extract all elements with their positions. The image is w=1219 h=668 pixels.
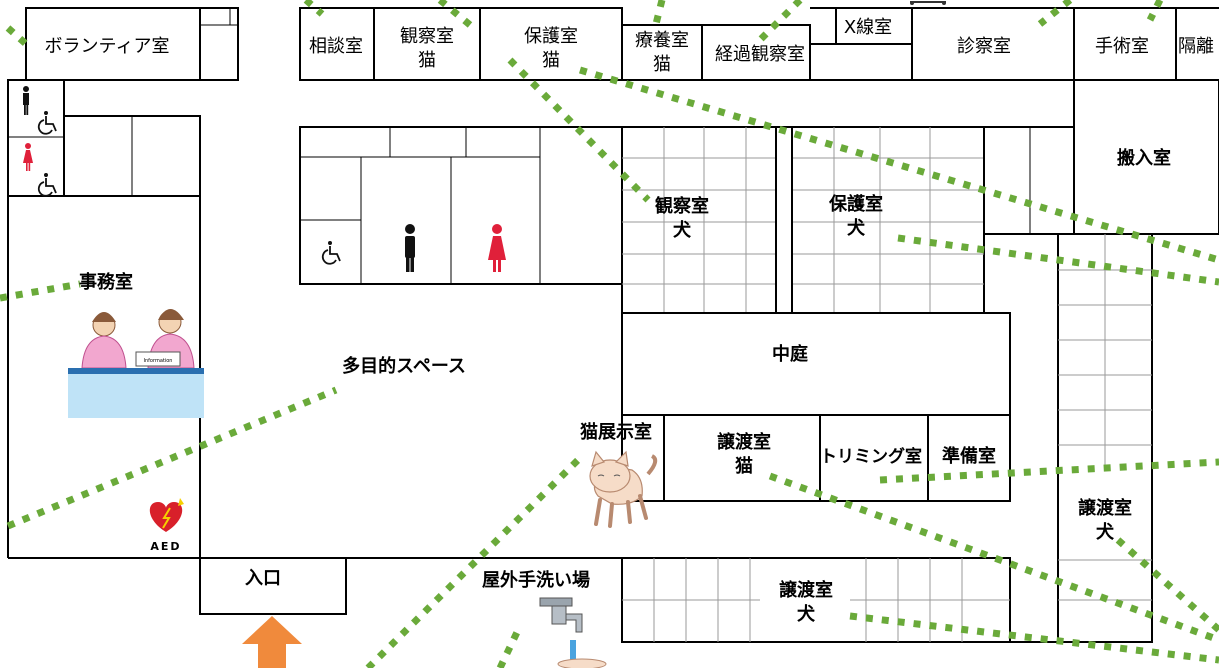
label-handwash: 屋外手洗い場 [482, 569, 590, 591]
aed-label: AED [150, 540, 181, 553]
label-recover-cat-2: 猫 [653, 54, 671, 75]
label-recover-cat-1: 療養室 [635, 30, 689, 51]
label-office: 事務室 [79, 271, 133, 293]
wheelchair-icon [37, 111, 57, 135]
label-exam: 診察室 [957, 36, 1011, 57]
wheelchair-icon [37, 173, 57, 197]
central-restroom-block [299, 126, 623, 285]
label-protect-cat-2: 猫 [542, 50, 560, 71]
label-transfer-cat-2: 猫 [735, 455, 753, 477]
label-protect-cat-1: 保護室 [524, 26, 578, 47]
label-protect-dog-1: 保護室 [828, 193, 883, 215]
female-toilet-icon [488, 224, 506, 272]
right-kennel-grid [1058, 234, 1152, 601]
room-labels: ボランティア室 相談室 観察室 猫 保護室 猫 療養室 猫 経過観察室 X線室 … [45, 17, 1214, 625]
label-observe-cat-2: 猫 [418, 50, 436, 71]
label-observe-dog-1: 観察室 [655, 195, 709, 217]
wheelchair-icon [321, 241, 341, 265]
label-prep: 準備室 [942, 445, 996, 467]
label-transfer-dog-right-2: 犬 [1096, 521, 1115, 543]
office-staff-illustration: Information [68, 309, 204, 418]
label-xray: X線室 [844, 17, 892, 38]
label-progress-observe: 経過観察室 [715, 44, 805, 65]
label-cat-display: 猫展示室 [580, 421, 652, 443]
label-observe-dog-2: 犬 [673, 219, 692, 241]
kennel-grid [622, 127, 984, 313]
label-transfer-cat-1: 譲渡室 [717, 431, 771, 453]
label-transfer-dog-bottom-1: 譲渡室 [779, 579, 833, 601]
label-courtyard: 中庭 [772, 343, 808, 365]
right-small-rooms [983, 126, 1075, 235]
desk-sign: Information [144, 358, 173, 364]
label-transfer-dog-right-1: 譲渡室 [1078, 497, 1132, 519]
left-toilet-block [7, 79, 65, 197]
male-toilet-icon [405, 224, 415, 272]
cat-illustration [589, 450, 658, 528]
label-observe-cat-1: 観察室 [400, 26, 454, 47]
label-consult: 相談室 [309, 36, 363, 57]
label-entrance: 入口 [245, 568, 281, 589]
entrance-vestibule [199, 557, 347, 615]
label-surgery: 手術室 [1095, 36, 1149, 57]
label-carry-in: 搬入室 [1117, 147, 1171, 169]
label-transfer-dog-bottom-2: 犬 [797, 603, 816, 625]
label-volunteer: ボランティア室 [45, 36, 170, 57]
label-protect-dog-2: 犬 [847, 217, 866, 239]
room-prep [927, 414, 1011, 502]
courtyard [621, 312, 1011, 416]
female-toilet-icon [23, 143, 33, 171]
faucet-illustration [539, 597, 607, 668]
room-small-storage [199, 7, 239, 81]
label-isolation: 隔離 [1178, 36, 1214, 57]
male-toilet-icon [23, 86, 29, 115]
entrance-arrow-icon [242, 616, 302, 668]
xray-equipment-icon [910, 1, 946, 5]
aed-icon: AED [149, 498, 184, 553]
label-multipurpose: 多目的スペース [342, 355, 466, 377]
label-trimming: トリミング室 [820, 446, 922, 467]
